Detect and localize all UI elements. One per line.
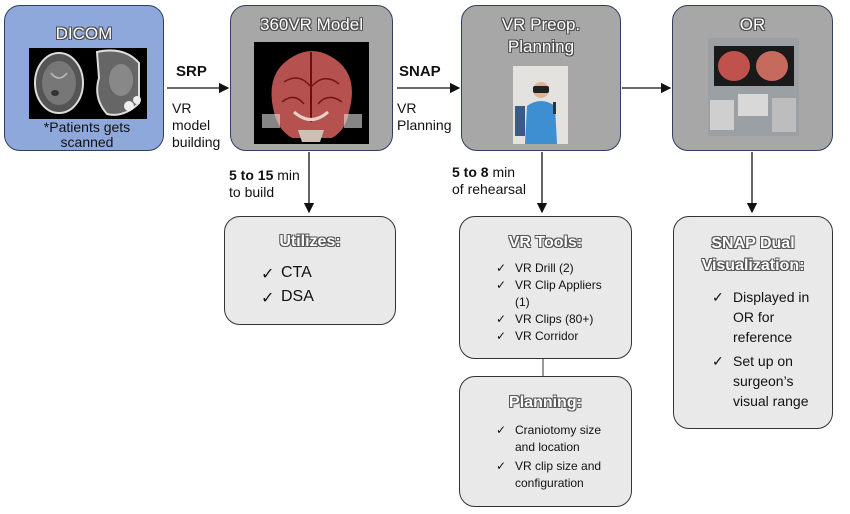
check-icon: ✓ (496, 423, 507, 437)
check-icon: ✓ (496, 278, 507, 292)
panel-vr-tools-title: VR Tools: (508, 234, 583, 251)
arrow-srp-sub-1: VR (172, 100, 192, 116)
vr-tools-item: ✓ VR Clips (80+) (496, 312, 594, 326)
check-icon: ✓ (496, 329, 507, 343)
utilizes-item: ✓ DSA (261, 288, 314, 307)
check-icon: ✓ (261, 266, 275, 283)
stage-preop-title-1: VR Preop. (501, 15, 581, 34)
build-time-note-2: to build (229, 184, 275, 200)
rehearsal-time-note-2: of rehearsal (452, 181, 526, 197)
arrow-snap-sub-2: Planning (397, 117, 452, 133)
arrow-srp-sub-3: building (172, 134, 221, 150)
build-time-note: 5 to 15 min (229, 167, 300, 184)
check-icon: ✓ (496, 459, 507, 473)
planning-item: ✓ Craniotomy size and location (496, 423, 602, 454)
arrow-snap-label: SNAP (399, 63, 441, 80)
stage-model-title: 360VR Model (259, 15, 363, 34)
build-time-bold: 5 to 15 (229, 167, 274, 183)
arrow-srp-label: SRP (176, 63, 207, 80)
stage-preop-title-2: Planning (507, 37, 575, 56)
vr-tools-item: ✓ VR Corridor (496, 329, 579, 343)
build-time-rest: min (273, 167, 300, 183)
snap-dual-item: ✓ Set up on surgeon’s visual range (712, 353, 809, 409)
utilizes-item: ✓ CTA (261, 264, 312, 283)
rehearsal-time-bold: 5 to 8 (452, 164, 489, 180)
ct-scan-image (29, 48, 147, 119)
operating-room-photo (708, 38, 799, 136)
check-icon: ✓ (496, 312, 507, 326)
rehearsal-time-rest: min (488, 164, 516, 180)
panel-vr-tools: VR Tools: ✓ VR Drill (2) ✓ VR Clip Appli… (459, 216, 632, 359)
stage-or: OR (672, 5, 833, 151)
stage-or-title: OR (739, 15, 766, 34)
arrow-snap-sub-1: VR (397, 100, 417, 116)
stage-vr-preop-planning: VR Preop. Planning (461, 5, 621, 151)
panel-utilizes-title: Utilizes: (279, 233, 341, 250)
panel-utilizes: Utilizes: ✓ CTA ✓ DSA (224, 216, 396, 325)
panel-snap-title-2: Visualization: (701, 257, 805, 274)
panel-snap-title-1: SNAP Dual (711, 235, 795, 252)
skull-vessel-render (254, 42, 369, 144)
stage-360vr-model: 360VR Model (230, 5, 393, 151)
panel-snap-dual-visualization: SNAP Dual Visualization: ✓ Displayed in … (673, 216, 833, 429)
planning-item: ✓ VR clip size and configuration (496, 459, 602, 490)
stage-dicom-caption: *Patients gets scanned (43, 119, 131, 150)
rehearsal-time-note: 5 to 8 min (452, 164, 515, 181)
check-icon: ✓ (712, 289, 724, 305)
panel-planning: Planning: ✓ Craniotomy size and location… (459, 376, 632, 507)
surgeon-vr-headset-photo (513, 66, 568, 144)
arrow-srp-sub-2: model (172, 117, 211, 133)
check-icon: ✓ (261, 290, 275, 307)
check-icon: ✓ (496, 261, 507, 275)
stage-dicom: DICOM *Patients gets scanned (4, 5, 164, 151)
stage-dicom-title: DICOM (55, 24, 113, 43)
snap-dual-item: ✓ Displayed in OR for reference (712, 289, 810, 345)
panel-planning-title: Planning: (509, 394, 582, 411)
vr-tools-item: ✓ VR Drill (2) (496, 261, 574, 275)
check-icon: ✓ (712, 353, 724, 369)
vr-tools-item: ✓ VR Clip Appliers (1) (496, 278, 602, 309)
